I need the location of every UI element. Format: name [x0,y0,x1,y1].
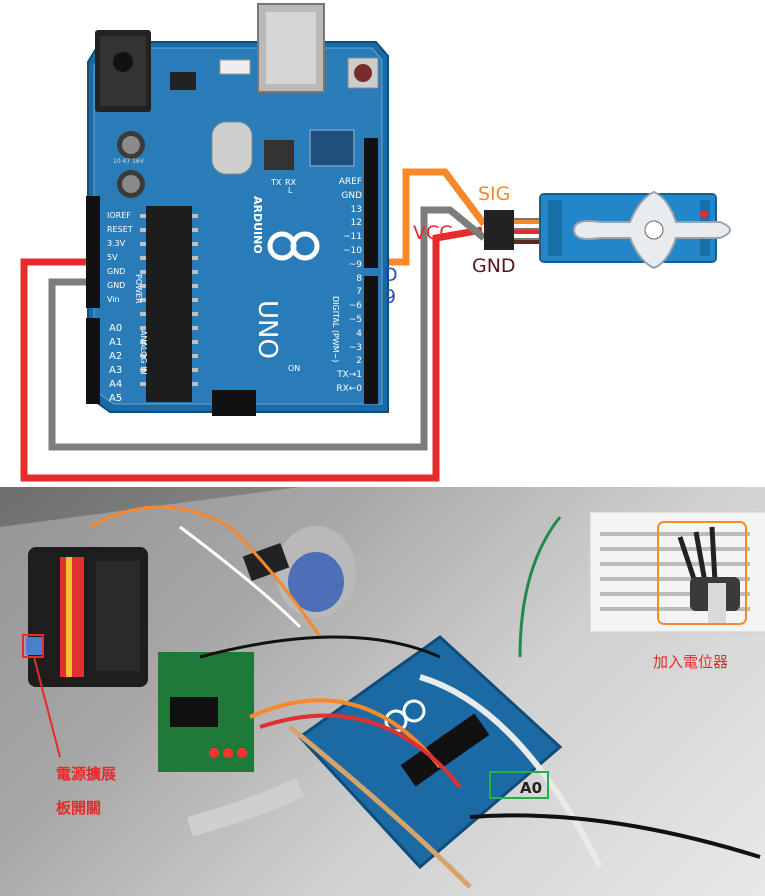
power-section-label: POWER [134,274,143,304]
pin-label: A1 [109,337,123,348]
pin-label: GND [107,267,126,276]
pin-label: A0 [109,323,123,334]
photo-illustration [0,487,765,896]
pin-label: 3.3V [107,239,126,248]
switch-pointer-line [33,656,61,758]
microbit-board [26,547,148,687]
pin-label: RX←0 [336,383,362,394]
analog-header [86,318,100,404]
analog-section-label: ANALOG IN [139,330,148,375]
pin-label: 4 [356,328,362,339]
servo-motor [484,190,731,270]
digital-header-high [364,138,378,268]
gnd-label: GND [472,255,516,277]
hardware-photo [0,487,765,896]
pin-label: A4 [109,379,123,390]
pin-label: 5V [107,253,118,262]
analog-pin-labels: A0 A1 A2 A3 A4 A5 [109,322,122,406]
pin-label: 7 [356,287,362,298]
vcc-wire [20,226,483,482]
power-pin-labels: IOREF RESET 3.3V 5V GND GND Vin [107,209,133,307]
servo-connector [484,210,514,250]
on-led-label: ON [288,364,301,373]
board-name: UNO [252,300,282,359]
pin-label: ~5 [348,314,362,325]
l-led-label: L [288,186,293,195]
pin-label: 13 [350,204,362,215]
atmega-chip [146,206,192,402]
switch-label-line2: 板開關 [56,799,102,817]
arduino-logo [267,231,320,261]
pin-label: A2 [109,351,123,362]
pin-label: A3 [109,365,123,376]
board-brand: ARDUINO [251,196,264,254]
pin-label: TX→1 [337,370,362,381]
pin-label: A5 [109,393,123,404]
analog-pin-highlight [489,771,549,799]
pin-label: ~11 [343,232,362,243]
arduino-uno-board [86,3,389,416]
capacitor-label: 10 47 16V [113,158,144,165]
pin-label: IOREF [107,211,131,220]
pin-label: ~6 [348,301,362,312]
signal-wire [372,168,487,266]
tx-label: TX [271,178,282,187]
power-header [86,196,100,308]
pin-label: ~10 [343,245,362,256]
digital-pin-labels: AREF GND 13 12 ~11 ~10 ~9 8 7 ~6 ~5 4 ~3… [328,176,362,397]
switch-label-line1: 電源擴展 [56,765,117,783]
potentiometer-label: 加入電位器 [653,653,729,671]
pin-label: 8 [356,273,362,284]
pin-label: 12 [350,218,362,229]
power-switch-highlight [22,634,44,658]
pin-label-9: 9 [384,286,397,308]
digital-header-low [364,276,378,404]
potentiometer-highlight [657,521,747,625]
vcc-label: VCC [413,222,453,244]
pin-label-d: D [383,264,398,286]
pin-label: GND [107,281,126,290]
pin-label: ~3 [348,342,362,353]
rx-label: RX [285,178,297,187]
sig-label: SIG [478,183,511,205]
pin-label: Vin [107,295,120,304]
ground-wire [48,206,487,451]
potentiometer [677,526,740,623]
analog-pin-label: A0 [520,779,543,797]
schematic-illustration [20,3,731,482]
pin-label: AREF [338,177,362,187]
pin-label: 2 [356,356,362,367]
breadboard [589,511,765,633]
stepper-driver-board [158,652,254,772]
stepper-motor [242,526,356,618]
pin-label: ~9 [348,259,362,270]
pin-label: GND [341,190,362,201]
pin-label: RESET [107,225,133,234]
